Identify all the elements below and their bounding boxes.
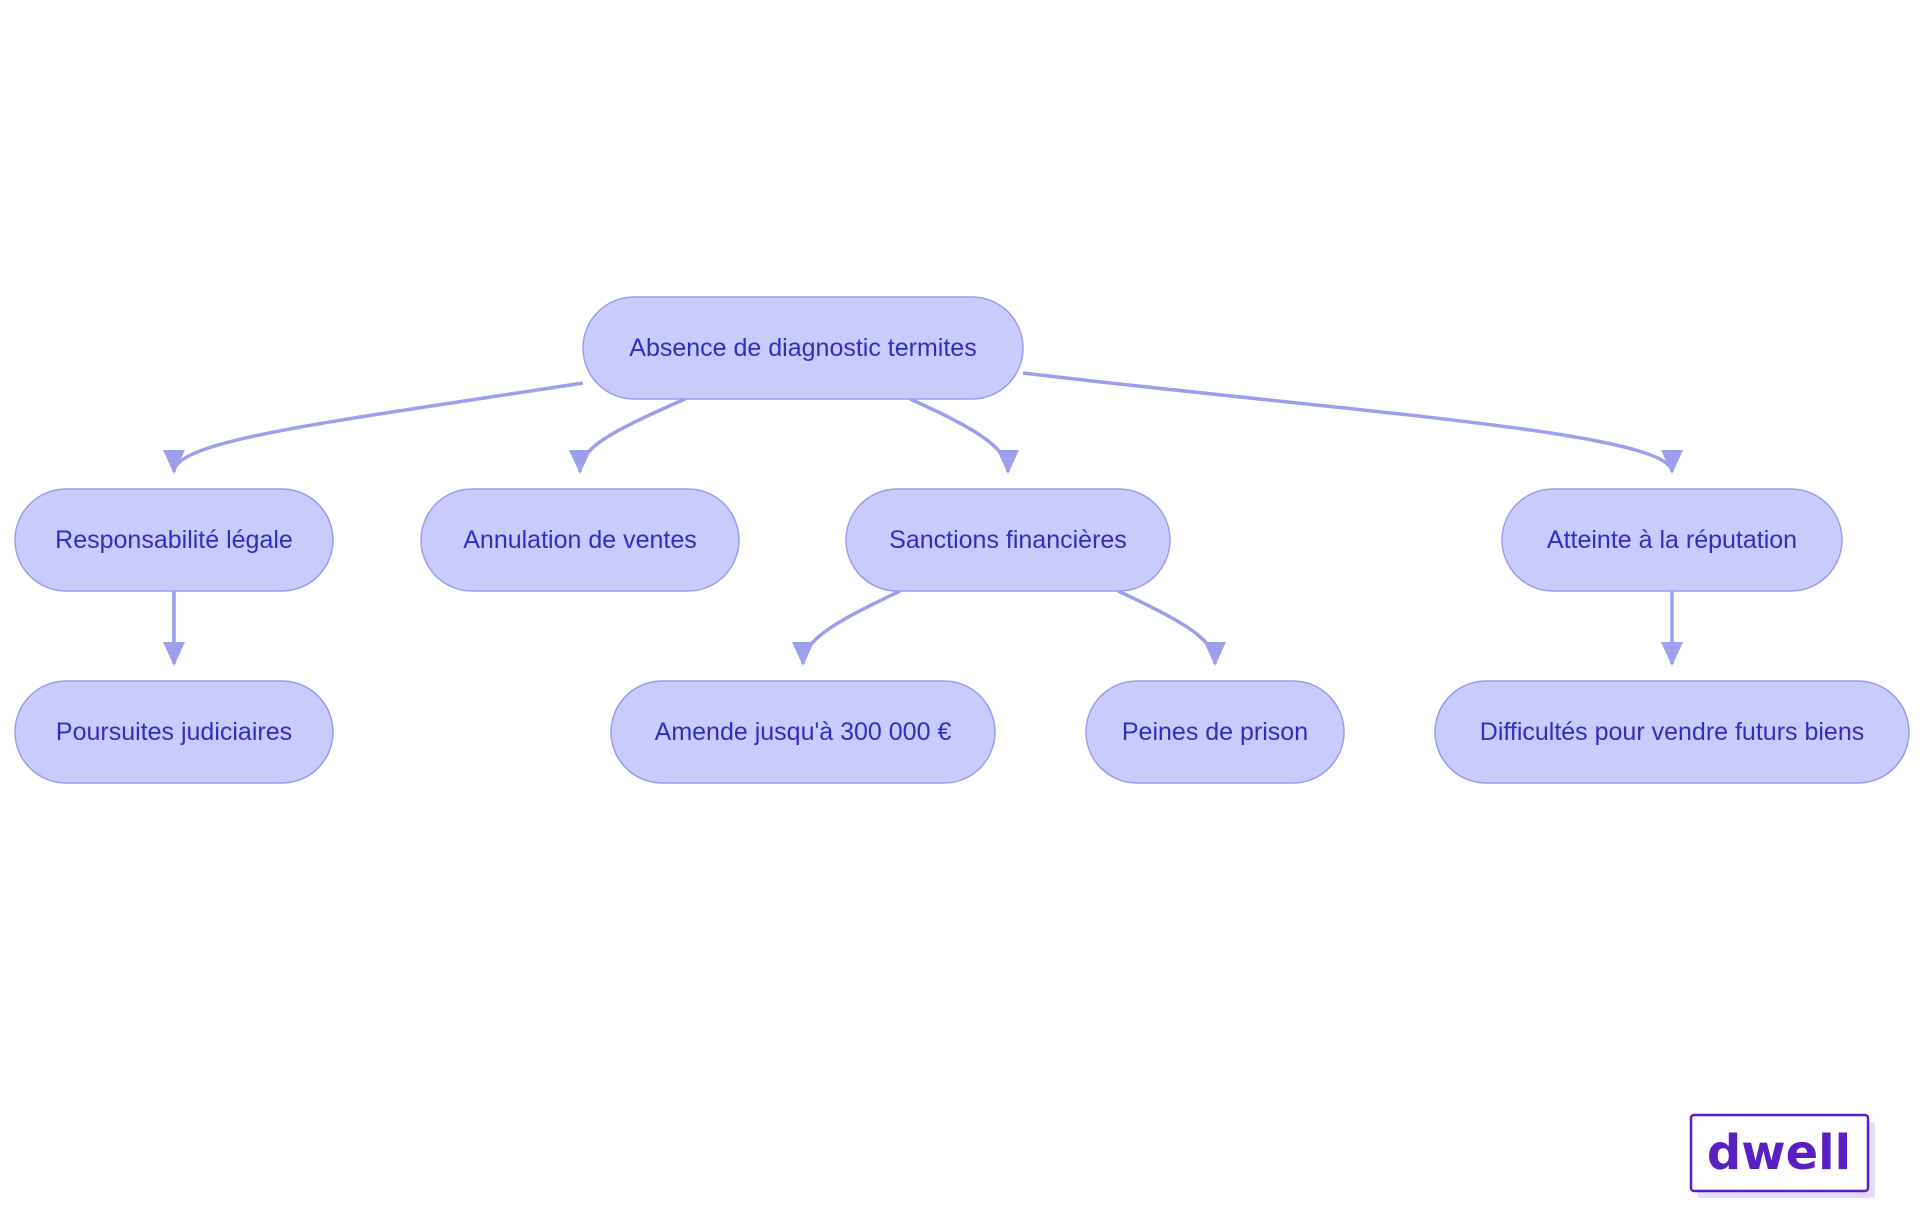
node-label-legal: Responsabilité légale <box>55 526 293 554</box>
node-box-legal <box>14 488 334 592</box>
node-reputation: Atteinte à la réputation <box>1501 488 1843 592</box>
arrowhead-future <box>1661 642 1683 666</box>
edge-root-to-cancel <box>578 397 686 473</box>
node-fine: Amende jusqu'à 300 000 € <box>610 680 996 784</box>
node-box-prison <box>1085 680 1345 784</box>
node-box-financial <box>845 488 1171 592</box>
node-root: Absence de diagnostic termites <box>582 296 1024 400</box>
arrowhead-reputation <box>1661 450 1683 474</box>
edge-financial-to-prison <box>1117 589 1217 665</box>
node-box-fine <box>610 680 996 784</box>
dwell-logo: dwell <box>1689 1113 1875 1198</box>
arrowhead-legal <box>163 450 185 474</box>
arrowhead-cancel <box>569 450 591 474</box>
node-financial: Sanctions financières <box>845 488 1171 592</box>
node-label-lawsuits: Poursuites judiciaires <box>56 718 292 746</box>
edge-financial-to-fine <box>801 589 901 665</box>
node-label-fine: Amende jusqu'à 300 000 € <box>655 718 952 746</box>
arrowhead-financial <box>997 450 1019 474</box>
arrowhead-fine <box>792 642 814 666</box>
edge-root-to-financial <box>909 397 1010 473</box>
node-label-reputation: Atteinte à la réputation <box>1547 526 1797 554</box>
node-label-cancel: Annulation de ventes <box>463 526 697 554</box>
node-legal: Responsabilité légale <box>14 488 334 592</box>
node-box-lawsuits <box>14 680 334 784</box>
edge-root-to-reputation <box>1022 371 1674 473</box>
node-box-reputation <box>1501 488 1843 592</box>
node-cancel: Annulation de ventes <box>420 488 740 592</box>
arrowhead-prison <box>1204 642 1226 666</box>
node-label-root: Absence de diagnostic termites <box>629 334 976 362</box>
node-future: Difficultés pour vendre futurs biens <box>1434 680 1910 784</box>
logo-text: dwell <box>1707 1125 1851 1181</box>
node-prison: Peines de prison <box>1085 680 1345 784</box>
edge-root-to-legal <box>172 381 584 473</box>
node-box-cancel <box>420 488 740 592</box>
node-box-root <box>582 296 1024 400</box>
node-box-future <box>1434 680 1910 784</box>
node-label-future: Difficultés pour vendre futurs biens <box>1480 718 1864 746</box>
logo-frame <box>1689 1113 1870 1193</box>
edges <box>163 371 1683 666</box>
node-label-financial: Sanctions financières <box>889 526 1127 554</box>
nodes: Absence de diagnostic termitesResponsabi… <box>14 296 1910 784</box>
node-lawsuits: Poursuites judiciaires <box>14 680 334 784</box>
node-label-prison: Peines de prison <box>1122 718 1308 746</box>
arrowhead-lawsuits <box>163 642 185 666</box>
